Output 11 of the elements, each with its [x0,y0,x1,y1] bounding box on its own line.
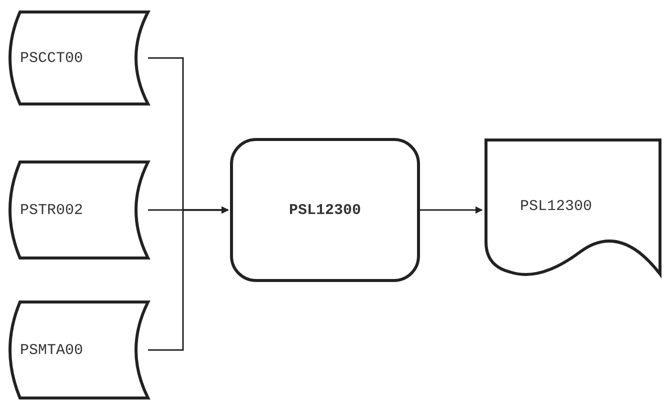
node-label: PSL12300 [520,198,592,214]
node-label: PSTR002 [20,202,84,218]
stored-data-shape [6,300,150,400]
arrow [148,206,229,351]
stored-data-shape [6,160,150,260]
process-box [230,138,420,282]
stored-data-shape [6,10,150,106]
node-label: PSMTA00 [20,342,84,358]
node-label: PSCCT00 [20,50,84,66]
arrow [418,206,483,214]
node-label: PSL12300 [288,202,361,218]
